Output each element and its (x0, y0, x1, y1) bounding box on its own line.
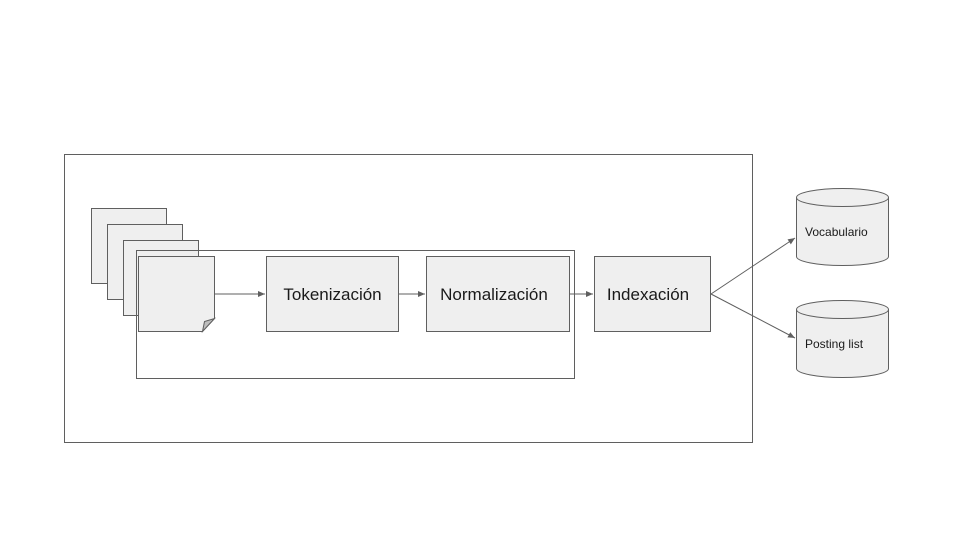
normalization-label: Normalización (440, 285, 548, 304)
indexing-label: Indexación (607, 285, 689, 304)
arrow-indexing-to-postings (710, 293, 796, 339)
tokenization-label: Tokenización (283, 285, 381, 304)
document-fold-corner (201, 317, 217, 334)
arrow-indexing-to-vocabulary (710, 237, 796, 295)
vocabulary-store (796, 188, 889, 266)
postings-label: Posting list (805, 337, 864, 351)
outer-frame (64, 154, 753, 443)
tokenization-box (266, 256, 399, 332)
processing-frame (136, 250, 575, 379)
postings-store (796, 300, 889, 378)
document-page-front (138, 256, 215, 332)
indexing-box (594, 256, 711, 332)
vocabulary-label: Vocabulario (805, 225, 868, 239)
normalization-box (426, 256, 570, 332)
